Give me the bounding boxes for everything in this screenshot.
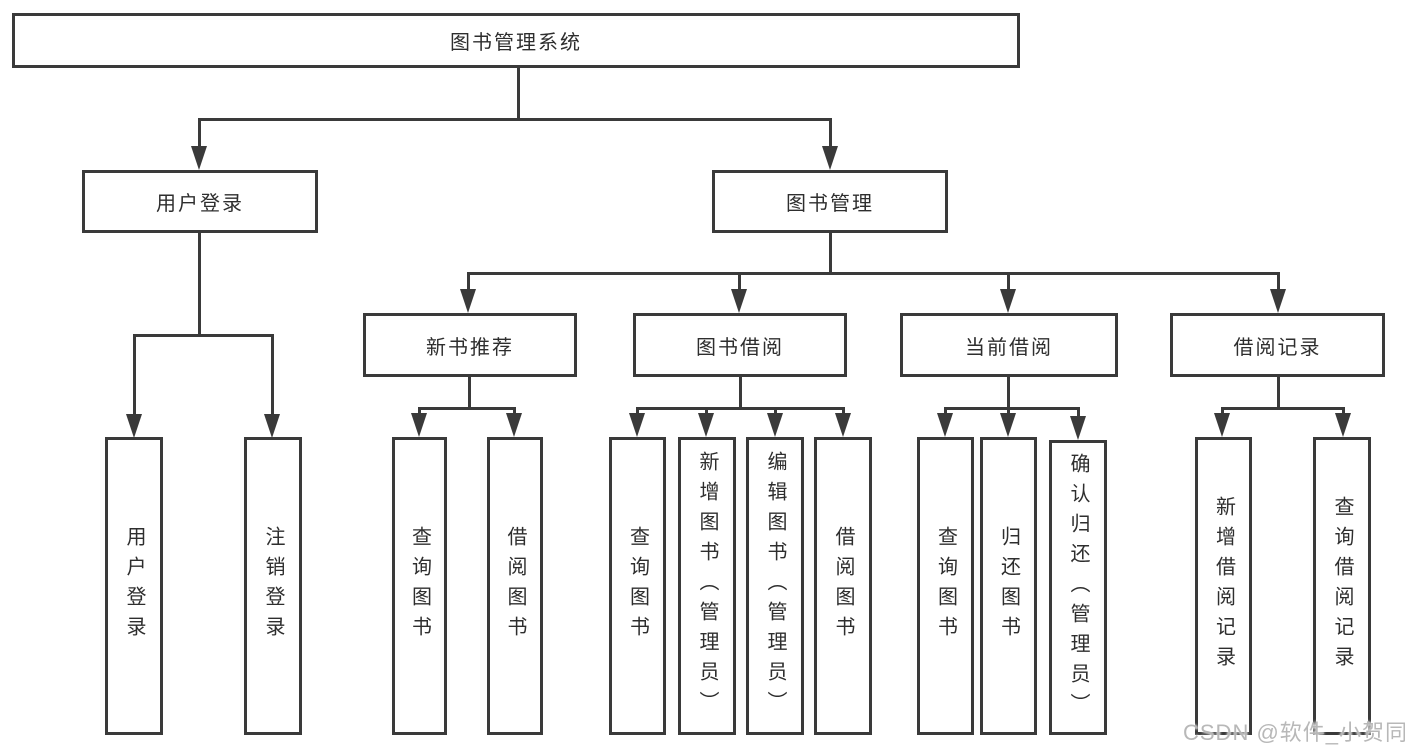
arrow-down-icon	[1335, 413, 1351, 437]
connector-drop-book-mgmt	[829, 118, 832, 148]
connector-drop	[705, 407, 708, 416]
connector-drop	[774, 407, 777, 416]
node-br-query-record-label: 查询借阅记录	[1331, 496, 1353, 676]
node-cb-query-books-label: 查询图书	[934, 526, 957, 646]
connector-drop	[944, 407, 947, 416]
node-nbr-query-books-label: 查询图书	[408, 526, 431, 646]
arrow-down-icon	[460, 289, 476, 313]
node-bb-edit-books-admin-label: 编辑图书（管理员）	[764, 451, 786, 721]
connector-l3-rail	[467, 272, 1280, 275]
connector-user-login-trunk	[198, 233, 201, 337]
node-book-borrow: 图书借阅	[633, 313, 847, 377]
connector-drop-login	[133, 334, 136, 416]
csdn-watermark: CSDN @软件_小贺同学	[1183, 720, 1405, 745]
connector-drop-borrow-records	[1277, 272, 1280, 291]
connector-drop	[1077, 407, 1080, 418]
arrow-down-icon	[629, 413, 645, 437]
connector-drop	[842, 407, 845, 416]
node-bb-borrow-books: 借阅图书	[814, 437, 872, 735]
connector-drop-new-book-rec	[467, 272, 470, 291]
node-logout-label: 注销登录	[262, 526, 284, 646]
connector-drop	[418, 407, 421, 416]
arrow-down-icon	[411, 413, 427, 437]
connector-user-login-rail	[133, 334, 274, 337]
node-library-system-label: 图书管理系统	[450, 32, 582, 54]
arrow-down-icon	[1000, 413, 1016, 437]
node-library-system: 图书管理系统	[12, 13, 1020, 68]
connector-drop-book-borrow	[738, 272, 741, 291]
node-nbr-borrow-books-label: 借阅图书	[504, 526, 526, 646]
node-br-query-record: 查询借阅记录	[1313, 437, 1371, 735]
connector-cb-trunk	[1007, 377, 1010, 410]
node-cb-query-books: 查询图书	[917, 437, 974, 735]
connector-cb-rail	[944, 407, 1080, 410]
node-user-login: 用户登录	[82, 170, 318, 233]
node-login-label: 用户登录	[123, 526, 145, 646]
node-new-book-recommend-label: 新书推荐	[426, 336, 514, 359]
connector-drop	[513, 407, 516, 416]
arrow-down-icon	[506, 413, 522, 437]
connector-drop	[1007, 407, 1010, 416]
node-bb-add-books-admin: 新增图书（管理员）	[678, 437, 736, 735]
node-br-add-record-label: 新增借阅记录	[1212, 496, 1235, 676]
connector-drop-user-login	[198, 118, 201, 148]
connector-root-trunk	[517, 68, 520, 121]
arrow-down-icon	[264, 414, 280, 438]
node-cb-confirm-return-admin: 确认归还（管理员）	[1049, 440, 1107, 735]
node-login: 用户登录	[105, 437, 163, 735]
arrow-down-icon	[731, 289, 747, 313]
arrow-down-icon	[1070, 416, 1086, 440]
node-nbr-query-books: 查询图书	[392, 437, 447, 735]
node-nbr-borrow-books: 借阅图书	[487, 437, 543, 735]
connector-drop	[1342, 407, 1345, 416]
arrow-down-icon	[126, 414, 142, 438]
arrow-down-icon	[835, 413, 851, 437]
arrow-down-icon	[698, 413, 714, 437]
node-bb-query-books: 查询图书	[609, 437, 666, 735]
node-new-book-recommend: 新书推荐	[363, 313, 577, 377]
node-book-borrow-label: 图书借阅	[696, 336, 784, 359]
node-cb-return-books-label: 归还图书	[997, 526, 1020, 646]
arrow-down-icon	[1000, 289, 1016, 313]
connector-br-trunk	[1277, 377, 1280, 410]
connector-nbr-trunk	[468, 377, 471, 410]
arrow-down-icon	[191, 146, 207, 170]
connector-br-rail	[1221, 407, 1345, 410]
node-current-borrow: 当前借阅	[900, 313, 1118, 377]
node-user-login-label: 用户登录	[156, 193, 244, 215]
connector-drop-current-borrow	[1007, 272, 1010, 291]
arrow-down-icon	[822, 146, 838, 170]
node-bb-borrow-books-label: 借阅图书	[832, 526, 854, 646]
node-br-add-record: 新增借阅记录	[1195, 437, 1252, 735]
node-bb-add-books-admin-label: 新增图书（管理员）	[696, 451, 718, 721]
connector-drop-logout	[271, 334, 274, 416]
connector-nbr-rail	[418, 407, 516, 410]
connector-drop	[636, 407, 639, 416]
node-borrow-records-label: 借阅记录	[1233, 336, 1322, 359]
node-bb-query-books-label: 查询图书	[626, 526, 649, 646]
connector-bb-trunk	[739, 377, 742, 410]
node-book-management-label: 图书管理	[786, 193, 874, 215]
connector-drop	[1221, 407, 1224, 416]
arrow-down-icon	[767, 413, 783, 437]
node-borrow-records: 借阅记录	[1170, 313, 1385, 377]
arrow-down-icon	[937, 413, 953, 437]
node-book-management: 图书管理	[712, 170, 948, 233]
connector-book-mgmt-trunk	[829, 233, 832, 275]
connector-bb-rail	[636, 407, 845, 410]
node-logout: 注销登录	[244, 437, 302, 735]
arrow-down-icon	[1270, 289, 1286, 313]
node-cb-return-books: 归还图书	[980, 437, 1037, 735]
connector-l2-rail	[198, 118, 832, 121]
node-cb-confirm-return-admin-label: 确认归还（管理员）	[1067, 452, 1089, 723]
arrow-down-icon	[1214, 413, 1230, 437]
node-current-borrow-label: 当前借阅	[965, 336, 1053, 359]
node-bb-edit-books-admin: 编辑图书（管理员）	[746, 437, 804, 735]
